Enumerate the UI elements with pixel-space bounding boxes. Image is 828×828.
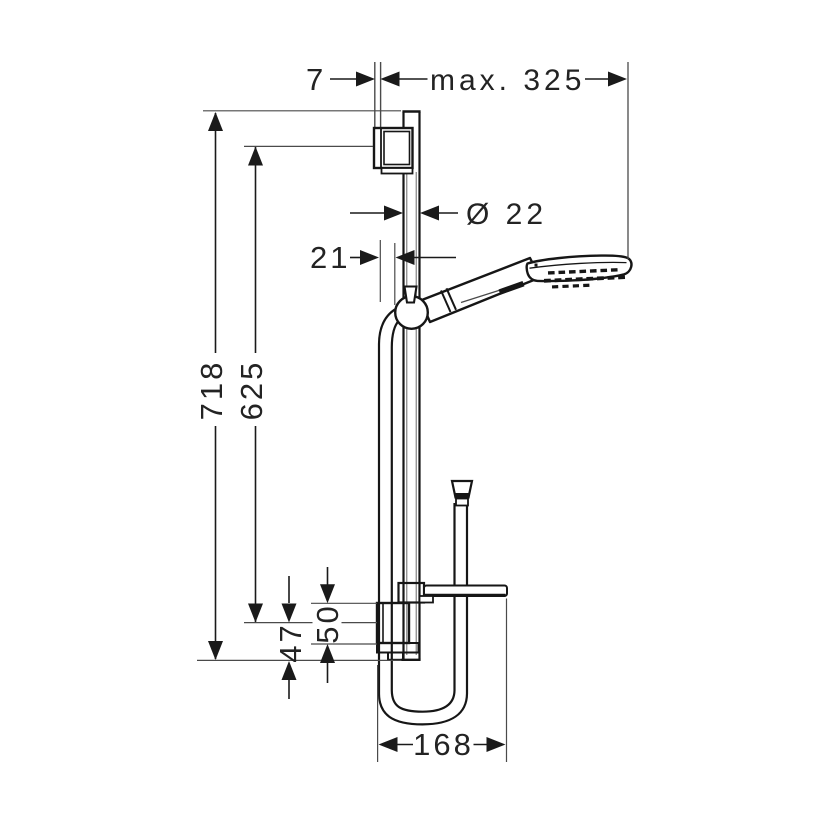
top-wall-bracket xyxy=(372,126,414,175)
dim-lower-overhang: 47 xyxy=(273,576,308,699)
wall-lines xyxy=(374,62,382,129)
dim-bracket-height-label: 50 xyxy=(310,603,345,643)
slider-holder-arm xyxy=(397,581,508,604)
select-button xyxy=(498,281,525,295)
dim-holder-offset: 21 xyxy=(310,240,456,305)
dim-wall-offset-label: 7 xyxy=(306,62,326,97)
hose-connector-nut xyxy=(450,479,474,507)
dim-bracket-height: 50 xyxy=(310,567,377,683)
dim-mounting-distance-label: 625 xyxy=(234,360,269,421)
dim-wall-offset: 7 xyxy=(306,62,428,97)
dim-lower-overhang-label: 47 xyxy=(273,622,308,662)
dim-holder-offset-label: 21 xyxy=(310,240,350,275)
dim-max-reach: max. 325 xyxy=(430,62,629,259)
dim-mounting-distance: 625 xyxy=(234,145,377,624)
spray-nozzles xyxy=(543,268,626,289)
shower-hose xyxy=(377,307,469,726)
dim-hose-loop-width: 168 xyxy=(377,598,508,762)
dim-bar-diameter-label: Ø 22 xyxy=(466,198,547,231)
dim-bar-length: 718 xyxy=(194,110,401,662)
dim-bar-length-label: 718 xyxy=(194,360,229,421)
slider-knob xyxy=(394,285,430,331)
bottom-wall-bracket xyxy=(375,601,420,661)
dim-bar-diameter: Ø 22 xyxy=(350,198,547,231)
hand-shower-handle xyxy=(419,256,542,324)
dim-max-reach-label: max. 325 xyxy=(430,64,585,97)
holder-clip xyxy=(403,285,418,304)
shower-head xyxy=(525,254,633,289)
shower-rail xyxy=(401,110,421,661)
dim-hose-loop-width-label: 168 xyxy=(413,727,474,762)
